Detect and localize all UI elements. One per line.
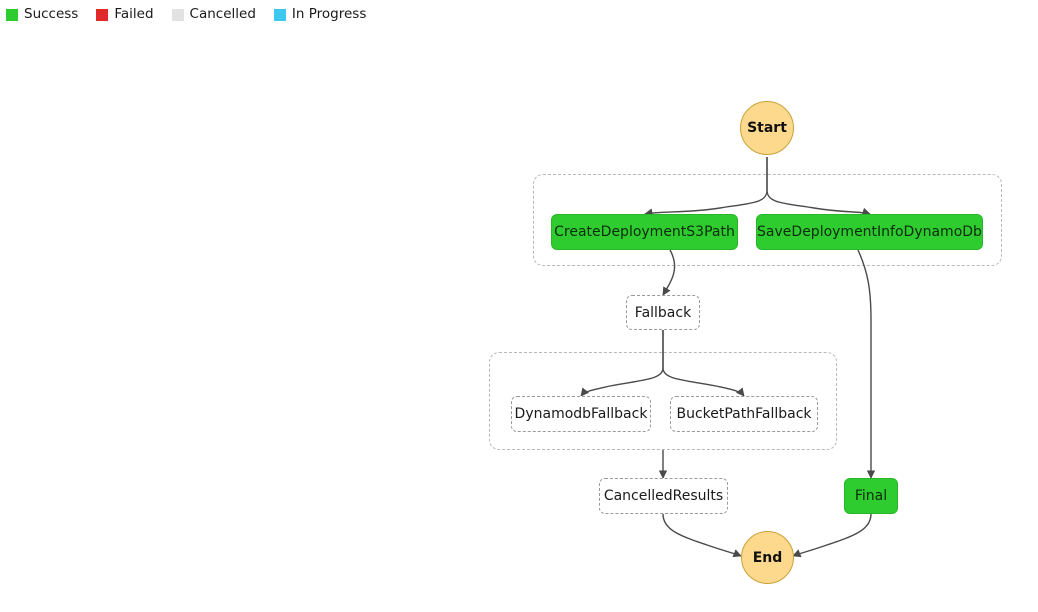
node-final-label: Final <box>854 488 888 504</box>
legend-swatch-failed-icon <box>96 9 109 21</box>
legend-item-failed: Failed <box>96 6 154 23</box>
edge-cancelledresults-to-end <box>662 513 742 558</box>
node-savedeploymentinfodynamodb-label: SaveDeploymentInfoDynamoDb <box>757 224 982 240</box>
legend-label-failed: Failed <box>114 6 154 23</box>
legend-swatch-in-progress-icon <box>273 9 286 21</box>
legend-label-success: Success <box>24 6 79 23</box>
node-final[interactable]: Final <box>844 478 898 514</box>
edge-savedeploymentinfodynamodb-to-final <box>857 249 876 479</box>
node-cancelledresults[interactable]: CancelledResults <box>599 478 728 514</box>
node-dynamodbfallback[interactable]: DynamodbFallback <box>511 396 651 432</box>
legend-label-in-progress: In Progress <box>291 6 367 23</box>
legend-label-cancelled: Cancelled <box>189 6 256 23</box>
legend-item-cancelled: Cancelled <box>171 6 256 23</box>
node-start[interactable]: Start <box>740 101 794 155</box>
node-end-label: End <box>752 549 783 566</box>
legend-item-in-progress: In Progress <box>273 6 367 23</box>
node-end[interactable]: End <box>741 531 794 584</box>
node-bucketpathfallback-label: BucketPathFallback <box>676 406 812 422</box>
node-start-label: Start <box>747 120 787 136</box>
status-legend: Success Failed Cancelled In Progress <box>6 6 366 24</box>
edge-final-to-end <box>792 513 872 558</box>
node-bucketpathfallback[interactable]: BucketPathFallback <box>670 396 818 432</box>
legend-item-success: Success <box>6 8 78 22</box>
node-createdeployments3path-label: CreateDeploymentS3Path <box>554 224 735 240</box>
node-dynamodbfallback-label: DynamodbFallback <box>514 406 648 422</box>
legend-swatch-success-icon <box>6 9 18 21</box>
node-fallback-label: Fallback <box>634 304 692 321</box>
node-savedeploymentinfodynamodb[interactable]: SaveDeploymentInfoDynamoDb <box>756 214 983 250</box>
node-cancelledresults-label: CancelledResults <box>603 488 724 504</box>
node-fallback[interactable]: Fallback <box>626 295 700 330</box>
node-createdeployments3path[interactable]: CreateDeploymentS3Path <box>551 214 738 250</box>
legend-swatch-cancelled-icon <box>171 9 184 21</box>
